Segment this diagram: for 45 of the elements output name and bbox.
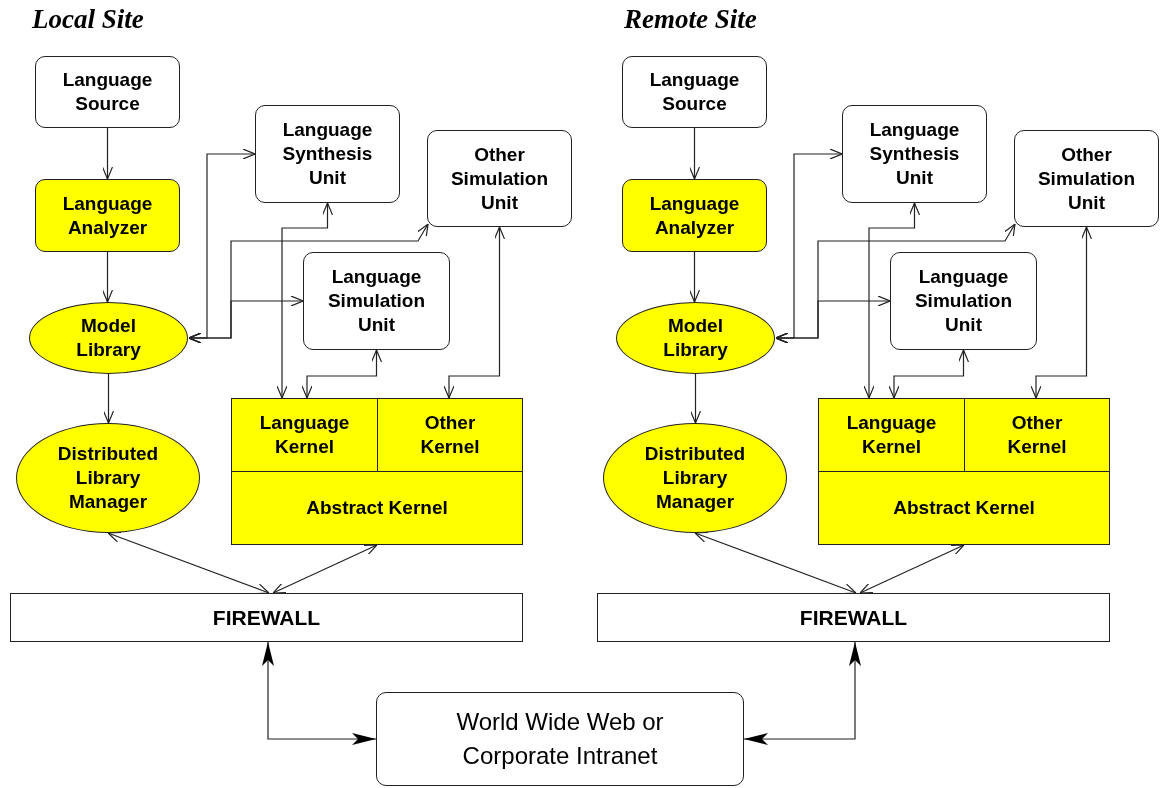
kernel-box: Language Kernel xyxy=(231,398,378,472)
arrow xyxy=(1030,226,1093,399)
process-box: Language Analyzer xyxy=(35,179,180,252)
process-box: Language Simulation Unit xyxy=(890,252,1037,350)
arrow xyxy=(188,295,304,344)
site-heading: Remote Site xyxy=(624,4,757,35)
process-box: Language Source xyxy=(35,56,180,128)
kernel-box: Abstract Kernel xyxy=(231,471,523,545)
arrow xyxy=(262,641,377,745)
firewall-box: FIREWALL xyxy=(10,593,523,642)
kernel-box: Abstract Kernel xyxy=(818,471,1110,545)
arrow xyxy=(272,544,378,594)
library-ellipse: Model Library xyxy=(616,302,775,374)
arrow xyxy=(859,544,965,594)
process-box: Language Source xyxy=(622,56,767,128)
arrow xyxy=(689,373,702,424)
arrow xyxy=(688,127,701,180)
kernel-box: Other Kernel xyxy=(964,398,1110,472)
arrow xyxy=(301,349,383,399)
network-box: World Wide Web or Corporate Intranet xyxy=(376,692,744,786)
arrow xyxy=(888,349,970,399)
process-box: Language Analyzer xyxy=(622,179,767,252)
process-box: Other Simulation Unit xyxy=(427,130,572,227)
arrow xyxy=(694,531,857,595)
arrow xyxy=(863,202,921,399)
process-box: Other Simulation Unit xyxy=(1014,130,1159,227)
process-box: Language Synthesis Unit xyxy=(255,105,400,203)
arrow xyxy=(443,226,506,399)
process-box: Language Synthesis Unit xyxy=(842,105,987,203)
arrow xyxy=(101,251,114,303)
arrow xyxy=(775,295,891,344)
kernel-box: Other Kernel xyxy=(377,398,523,472)
arrow xyxy=(688,251,701,303)
library-ellipse: Model Library xyxy=(29,302,188,374)
library-ellipse: Distributed Library Manager xyxy=(603,423,787,533)
process-box: Language Simulation Unit xyxy=(303,252,450,350)
arrow xyxy=(107,531,270,595)
arrow xyxy=(102,373,115,424)
site-heading: Local Site xyxy=(32,4,144,35)
arrow xyxy=(276,202,334,399)
firewall-box: FIREWALL xyxy=(597,593,1110,642)
kernel-box: Language Kernel xyxy=(818,398,965,472)
library-ellipse: Distributed Library Manager xyxy=(16,423,200,533)
arrow xyxy=(101,127,114,180)
arrow xyxy=(743,641,861,745)
